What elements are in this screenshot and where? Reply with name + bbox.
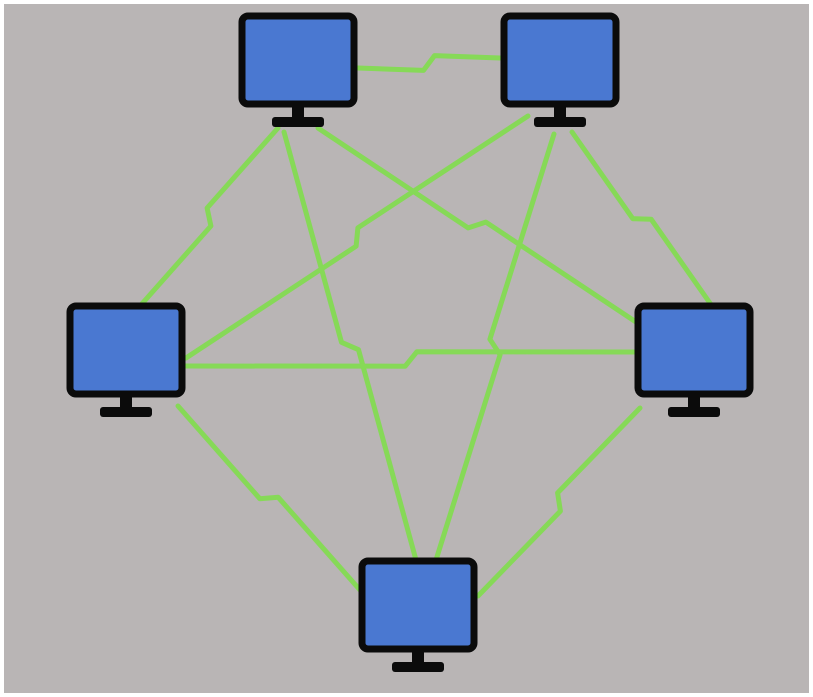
nodes-layer	[66, 12, 754, 672]
monitor-icon	[500, 12, 620, 127]
links-layer	[137, 53, 715, 599]
monitor-stand	[392, 662, 444, 672]
monitor-stand	[668, 407, 720, 417]
monitor-neck	[554, 107, 566, 119]
monitor-screen	[238, 12, 358, 108]
monitor-icon	[238, 12, 358, 127]
link-top-right-to-bottom	[433, 131, 557, 563]
link-top-left-to-left	[137, 125, 281, 309]
link-top-left-to-right	[315, 125, 639, 325]
monitor-stand	[534, 117, 586, 127]
link-top-left-to-top-right	[355, 53, 503, 73]
link-right-to-bottom	[475, 405, 643, 599]
monitor-neck	[292, 107, 304, 119]
monitor-screen	[634, 302, 754, 398]
monitor-stand	[100, 407, 152, 417]
monitor-icon	[66, 302, 186, 417]
monitor-neck	[120, 397, 132, 409]
monitor-screen	[66, 302, 186, 398]
monitor-screen	[358, 557, 478, 653]
link-top-right-to-right	[569, 129, 715, 309]
monitor-icon	[634, 302, 754, 417]
link-top-right-to-left	[183, 113, 531, 361]
monitor-icon	[358, 557, 478, 672]
monitor-neck	[412, 652, 424, 664]
link-left-to-right	[183, 349, 639, 369]
monitor-screen	[500, 12, 620, 108]
link-left-to-bottom	[175, 403, 363, 593]
monitor-stand	[272, 117, 324, 127]
monitor-neck	[688, 397, 700, 409]
link-top-left-to-bottom	[281, 129, 419, 563]
